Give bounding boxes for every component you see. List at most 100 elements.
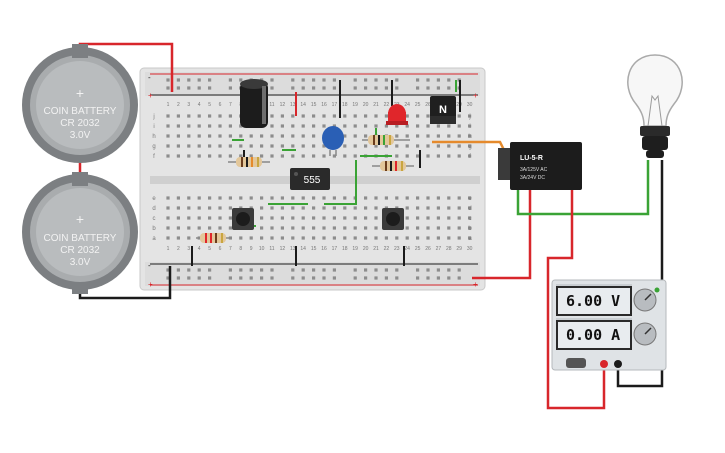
hole[interactable] [270,134,274,138]
hole[interactable] [280,236,284,240]
rail-hole[interactable] [447,86,451,90]
rail-hole[interactable] [353,276,357,280]
hole[interactable] [218,226,222,230]
hole[interactable] [322,154,326,158]
hole[interactable] [197,144,201,148]
hole[interactable] [353,216,357,220]
hole[interactable] [260,134,264,138]
hole[interactable] [166,124,170,128]
hole[interactable] [416,124,420,128]
hole[interactable] [416,206,420,210]
hole[interactable] [270,196,274,200]
hole[interactable] [228,144,232,148]
hole[interactable] [384,236,388,240]
hole[interactable] [426,206,430,210]
hole[interactable] [270,154,274,158]
hole[interactable] [364,144,368,148]
rail-hole[interactable] [384,78,388,82]
rail-hole[interactable] [416,86,420,90]
hole[interactable] [457,134,461,138]
hole[interactable] [322,196,326,200]
hole[interactable] [270,216,274,220]
rail-hole[interactable] [332,268,336,272]
rail-hole[interactable] [312,78,316,82]
hole[interactable] [312,144,316,148]
hole[interactable] [364,236,368,240]
hole[interactable] [228,226,232,230]
hole[interactable] [270,206,274,210]
electrolytic-capacitor[interactable] [240,79,268,128]
hole[interactable] [332,124,336,128]
rail-hole[interactable] [270,276,274,280]
hole[interactable] [291,226,295,230]
hole[interactable] [239,196,243,200]
hole[interactable] [468,236,472,240]
hole[interactable] [208,206,212,210]
hole[interactable] [374,114,378,118]
rail-hole[interactable] [239,78,243,82]
hole[interactable] [332,226,336,230]
hole[interactable] [457,196,461,200]
hole[interactable] [353,114,357,118]
rail-hole[interactable] [364,86,368,90]
rail-hole[interactable] [426,78,430,82]
hole[interactable] [166,154,170,158]
rail-hole[interactable] [457,268,461,272]
hole[interactable] [322,124,326,128]
hole[interactable] [447,236,451,240]
rail-hole[interactable] [187,86,191,90]
hole[interactable] [468,134,472,138]
rail-hole[interactable] [260,276,264,280]
hole[interactable] [208,124,212,128]
rail-hole[interactable] [197,268,201,272]
hole[interactable] [457,226,461,230]
hole[interactable] [249,236,253,240]
rail-hole[interactable] [364,78,368,82]
hole[interactable] [343,216,347,220]
hole[interactable] [197,114,201,118]
hole[interactable] [468,154,472,158]
hole[interactable] [405,114,409,118]
hole[interactable] [291,114,295,118]
hole[interactable] [312,226,316,230]
rail-hole[interactable] [457,276,461,280]
hole[interactable] [197,154,201,158]
hole[interactable] [395,124,399,128]
hole[interactable] [228,206,232,210]
hole[interactable] [218,196,222,200]
rail-hole[interactable] [228,86,232,90]
hole[interactable] [353,226,357,230]
rail-hole[interactable] [395,78,399,82]
hole[interactable] [280,144,284,148]
hole[interactable] [260,226,264,230]
rail-hole[interactable] [436,268,440,272]
rail-hole[interactable] [374,78,378,82]
hole[interactable] [343,114,347,118]
hole[interactable] [218,154,222,158]
hole[interactable] [312,236,316,240]
hole[interactable] [405,226,409,230]
hole[interactable] [260,236,264,240]
hole[interactable] [312,114,316,118]
coin-battery-bottom[interactable]: + COIN BATTERY CR 2032 3.0V [22,172,138,294]
hole[interactable] [343,134,347,138]
hole[interactable] [468,216,472,220]
hole[interactable] [405,144,409,148]
rail-hole[interactable] [322,86,326,90]
hole[interactable] [291,196,295,200]
hole[interactable] [228,114,232,118]
rail-hole[interactable] [270,78,274,82]
rail-hole[interactable] [249,276,253,280]
hole[interactable] [343,124,347,128]
hole[interactable] [166,226,170,230]
hole[interactable] [426,216,430,220]
hole[interactable] [166,216,170,220]
rail-hole[interactable] [416,268,420,272]
rail-hole[interactable] [426,86,430,90]
hole[interactable] [405,134,409,138]
hole[interactable] [187,206,191,210]
hole[interactable] [447,226,451,230]
hole[interactable] [364,196,368,200]
hole[interactable] [332,114,336,118]
hole[interactable] [301,144,305,148]
